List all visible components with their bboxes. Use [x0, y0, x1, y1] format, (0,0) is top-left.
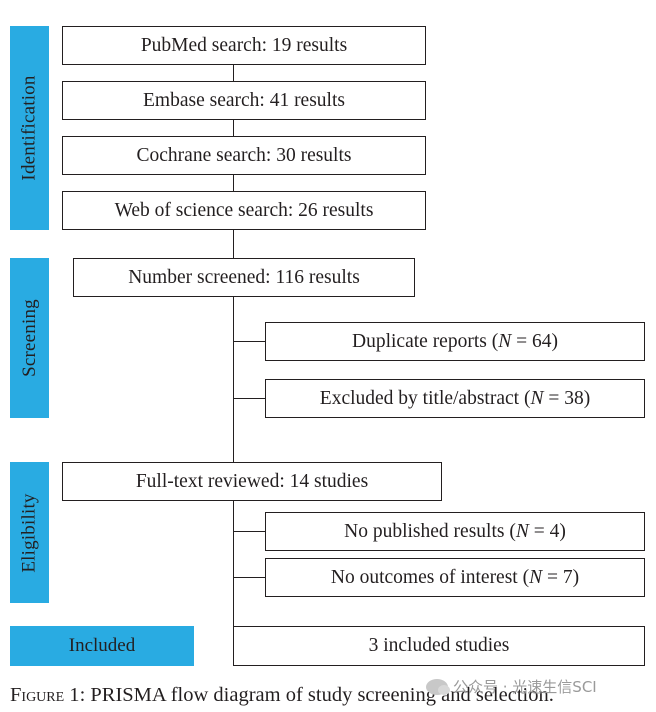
pubmed-label: PubMed search: 19 results — [140, 34, 348, 56]
wechat-icon — [426, 678, 450, 695]
connector-no-outcomes — [233, 577, 265, 579]
connector-no-results — [233, 531, 265, 533]
excluded-label: Excluded by title/abstract (N = 38) — [319, 387, 591, 409]
screened-box: Number screened: 116 results — [73, 258, 415, 297]
cochrane-label: Cochrane search: 30 results — [136, 144, 352, 166]
no-results-label: No published results (N = 4) — [344, 520, 566, 542]
connector-excluded — [233, 398, 265, 400]
stage-included-label: Included — [68, 635, 136, 656]
stage-screening: Screening — [10, 258, 49, 418]
embase-label: Embase search: 41 results — [143, 89, 345, 111]
included-label: 3 included studies — [368, 635, 510, 656]
stage-included: Included — [10, 626, 194, 666]
screened-label: Number screened: 116 results — [128, 266, 360, 288]
web-of-science-label: Web of science search: 26 results — [114, 199, 374, 221]
stage-eligibility: Eligibility — [10, 462, 49, 603]
pubmed-box: PubMed search: 19 results — [62, 26, 426, 65]
stage-identification: Identification — [10, 26, 49, 230]
included-box: 3 included studies — [233, 626, 645, 666]
embase-box: Embase search: 41 results — [62, 81, 426, 120]
cochrane-box: Cochrane search: 30 results — [62, 136, 426, 175]
figure-number: Figure 1 — [10, 684, 80, 706]
stage-identification-label: Identification — [18, 75, 40, 181]
connector-duplicates — [233, 341, 265, 343]
stage-screening-label: Screening — [18, 299, 40, 377]
fulltext-box: Full-text reviewed: 14 studies — [62, 462, 442, 501]
duplicates-box: Duplicate reports (N = 64) — [265, 322, 645, 361]
no-outcomes-box: No outcomes of interest (N = 7) — [265, 558, 645, 597]
no-results-box: No published results (N = 4) — [265, 512, 645, 551]
watermark-text: 公众号 · 光速生信SCI — [453, 678, 597, 696]
stage-eligibility-label: Eligibility — [18, 492, 40, 573]
fulltext-label: Full-text reviewed: 14 studies — [135, 470, 369, 492]
duplicates-label: Duplicate reports (N = 64) — [352, 330, 558, 352]
watermark: 公众号 · 光速生信SCI — [426, 676, 597, 697]
no-outcomes-label: No outcomes of interest (N = 7) — [330, 566, 580, 588]
excluded-box: Excluded by title/abstract (N = 38) — [265, 379, 645, 418]
web-of-science-box: Web of science search: 26 results — [62, 191, 426, 230]
